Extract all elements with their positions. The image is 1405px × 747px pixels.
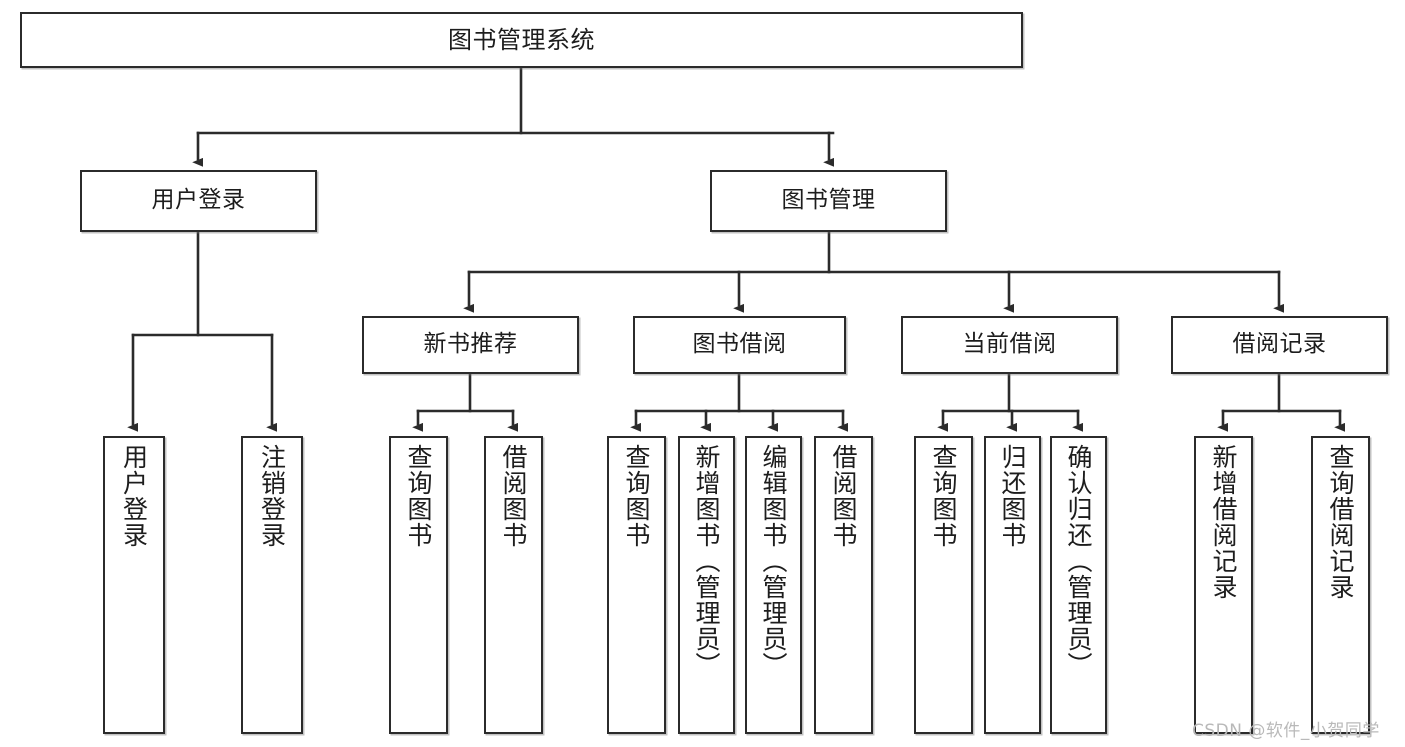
node-leaf-label: 借阅图书 (499, 444, 528, 548)
node-root-library-management-system[interactable]: 图书管理系统 (20, 12, 1023, 68)
node-borrowing-records-label: 借阅记录 (1232, 331, 1327, 358)
node-leaf-user-login[interactable]: 用户登录 (103, 436, 165, 734)
node-leaf-borrow-books[interactable]: 借阅图书 (814, 436, 873, 734)
node-leaf-label: 新增图书（管理员） (692, 444, 721, 678)
node-leaf-borrow-books-recommend[interactable]: 借阅图书 (484, 436, 543, 734)
node-leaf-label: 编辑图书（管理员） (759, 444, 788, 678)
node-leaf-edit-book-admin[interactable]: 编辑图书（管理员） (745, 436, 802, 734)
node-book-borrowing-label: 图书借阅 (692, 331, 787, 358)
node-leaf-query-books-borrowing[interactable]: 查询图书 (607, 436, 666, 734)
node-leaf-confirm-return-admin[interactable]: 确认归还（管理员） (1050, 436, 1107, 734)
node-leaf-add-book-admin[interactable]: 新增图书（管理员） (678, 436, 735, 734)
node-leaf-query-books-recommend[interactable]: 查询图书 (389, 436, 448, 734)
node-book-borrowing[interactable]: 图书借阅 (633, 316, 846, 374)
node-leaf-label: 查询借阅记录 (1326, 444, 1355, 600)
node-leaf-label: 查询图书 (622, 444, 651, 548)
node-leaf-query-borrowing-record[interactable]: 查询借阅记录 (1311, 436, 1370, 734)
node-current-borrowing-label: 当前借阅 (962, 331, 1057, 358)
node-leaf-logout[interactable]: 注销登录 (241, 436, 303, 734)
node-leaf-return-books[interactable]: 归还图书 (984, 436, 1041, 734)
node-root-label: 图书管理系统 (448, 25, 595, 54)
node-leaf-label: 查询图书 (404, 444, 433, 548)
csdn-watermark: CSDN @软件_小贺同学 (1192, 721, 1380, 741)
node-new-book-recommendation-label: 新书推荐 (423, 331, 518, 358)
node-leaf-label: 用户登录 (119, 444, 149, 548)
node-leaf-add-borrowing-record[interactable]: 新增借阅记录 (1194, 436, 1253, 734)
node-new-book-recommendation[interactable]: 新书推荐 (362, 316, 579, 374)
node-leaf-label: 借阅图书 (829, 444, 858, 548)
node-leaf-query-books-current[interactable]: 查询图书 (914, 436, 973, 734)
node-book-management[interactable]: 图书管理 (710, 170, 947, 232)
node-user-login-label: 用户登录 (151, 187, 246, 214)
node-current-borrowing[interactable]: 当前借阅 (901, 316, 1118, 374)
node-leaf-label: 查询图书 (929, 444, 958, 548)
node-book-management-label: 图书管理 (781, 187, 876, 214)
node-leaf-label: 确认归还（管理员） (1064, 444, 1093, 678)
node-leaf-label: 新增借阅记录 (1209, 444, 1238, 600)
node-leaf-label: 归还图书 (998, 444, 1027, 548)
node-borrowing-records[interactable]: 借阅记录 (1171, 316, 1388, 374)
node-user-login[interactable]: 用户登录 (80, 170, 317, 232)
node-leaf-label: 注销登录 (257, 444, 287, 548)
